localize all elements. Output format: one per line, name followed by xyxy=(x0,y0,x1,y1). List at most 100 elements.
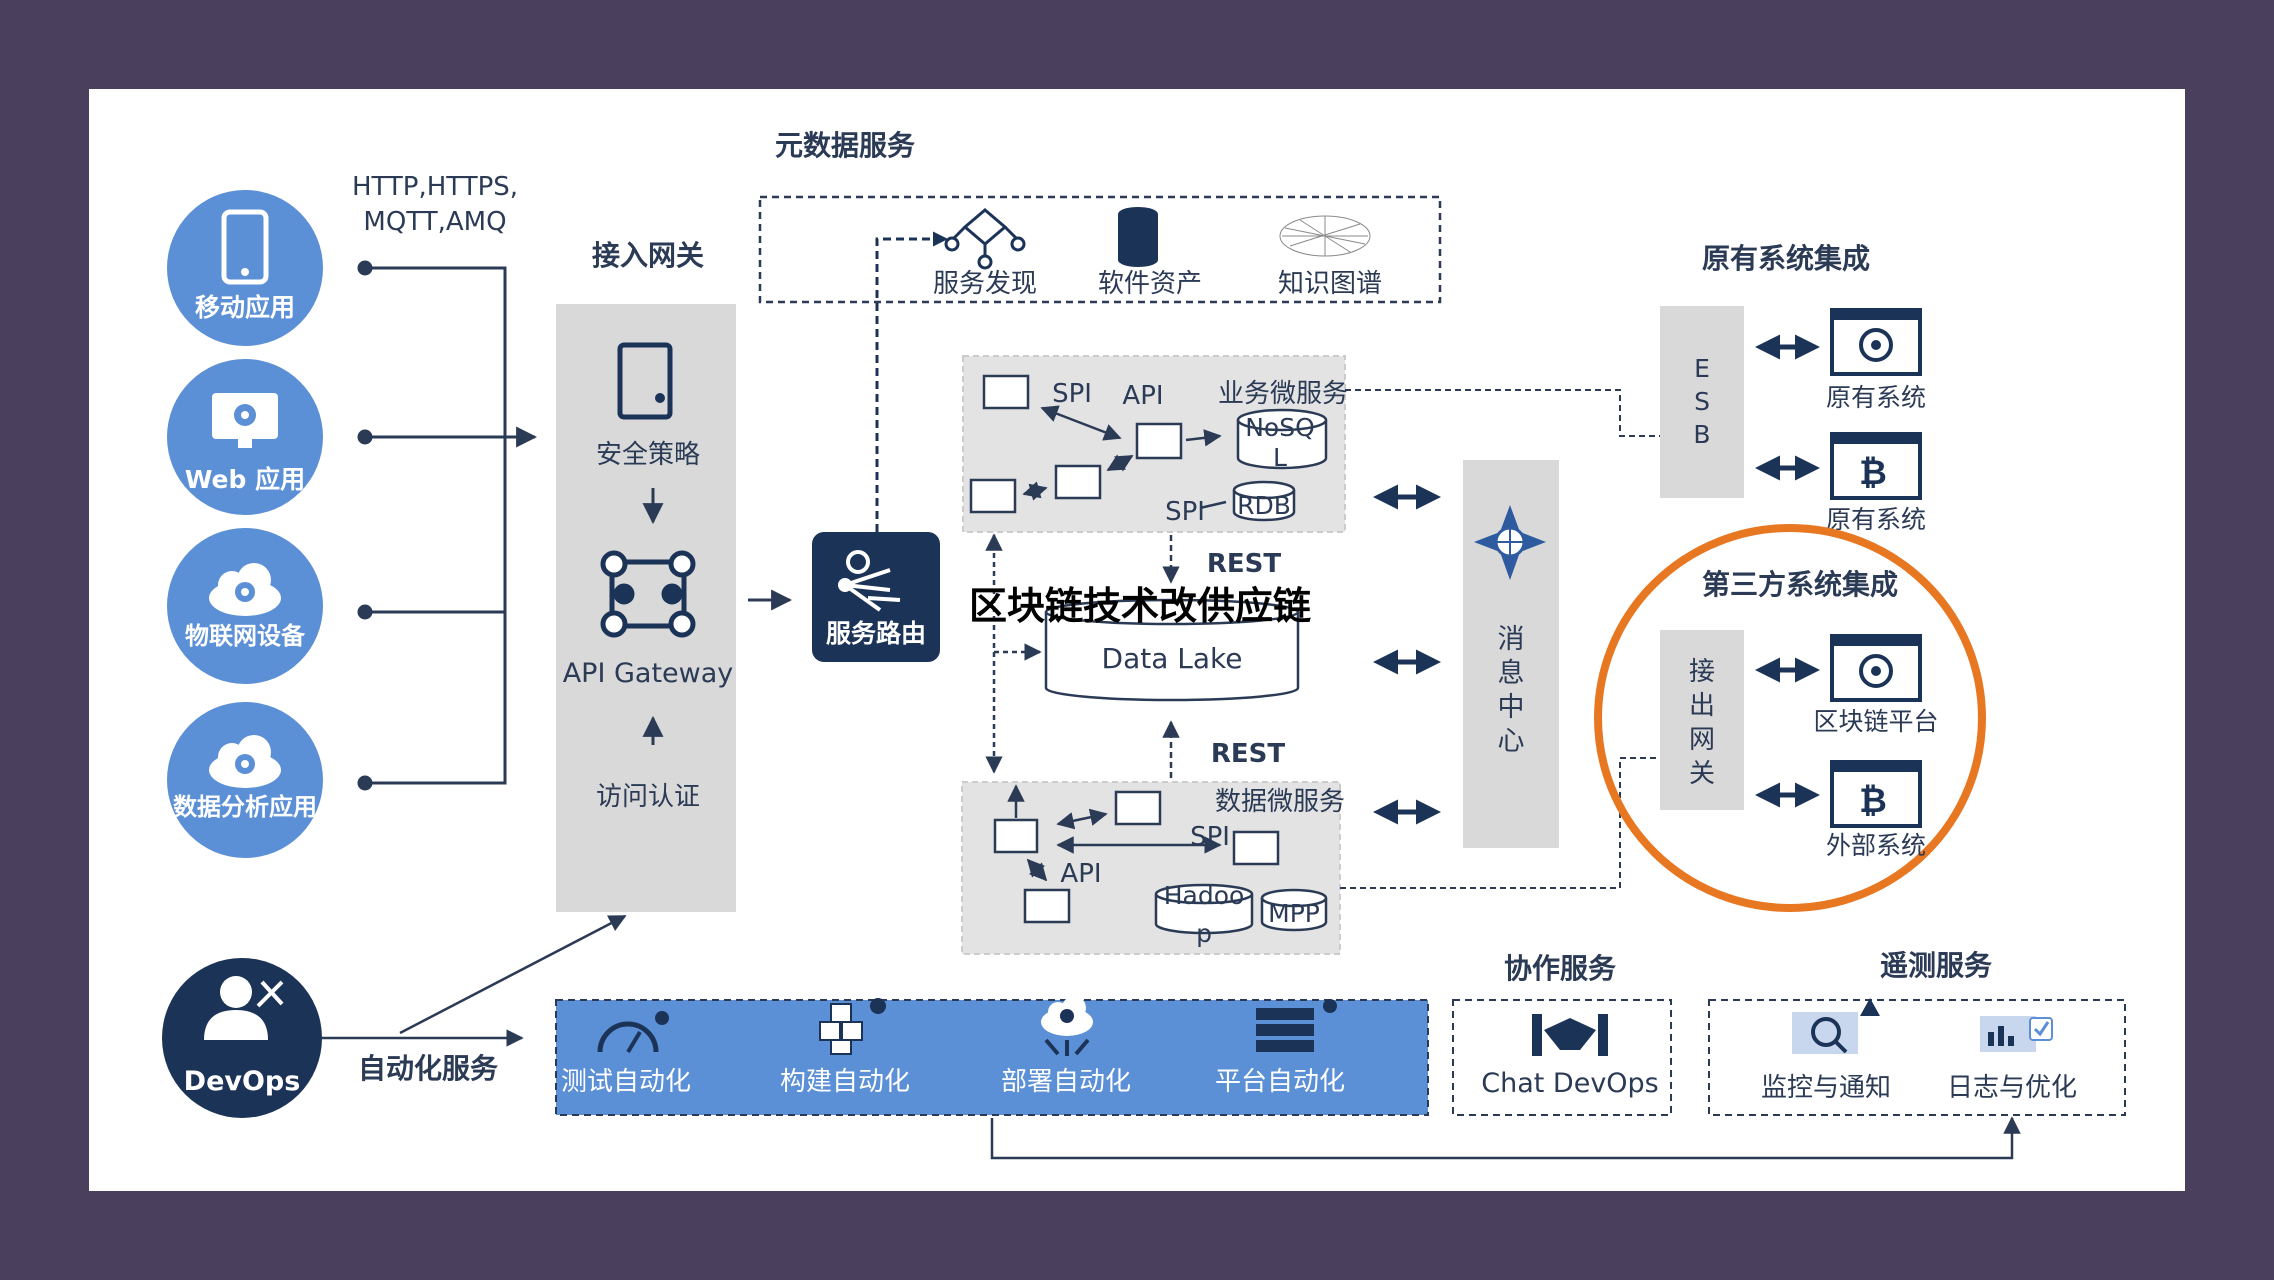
legacy-sys-1: 原有系统 xyxy=(1826,383,1926,412)
data-gateway-link xyxy=(1340,757,1660,889)
gateway-out-char-1: 接 xyxy=(1689,657,1715,687)
overlay-title: 区块链技术改供应链 xyxy=(969,584,1311,628)
user-tools-icon xyxy=(204,976,284,1040)
cloud-deploy-icon xyxy=(1041,996,1093,1056)
protocol-label-2: MQTT,AMQ xyxy=(363,207,506,237)
mpp-cylinder xyxy=(1260,888,1328,932)
compass-icon xyxy=(1474,505,1546,580)
client-label-analytics: 数据分析应用 xyxy=(173,793,317,821)
gateway-box xyxy=(556,304,736,912)
automation-telemetry-link xyxy=(990,1116,2021,1160)
biz-nosql-1: NoSQ xyxy=(1245,413,1315,442)
gateway-title: 接入网关 xyxy=(592,239,704,272)
datalake-label: Data Lake xyxy=(1102,642,1243,675)
message-center-char-1: 消 xyxy=(1498,624,1525,655)
gateway-api: API Gateway xyxy=(563,658,734,689)
data-service-cubes xyxy=(993,790,1280,924)
third-external: 外部系统 xyxy=(1826,831,1926,860)
meta-service-discovery: 服务发现 xyxy=(933,269,1037,299)
cloud-gear-icon xyxy=(209,563,281,616)
biz-api: API xyxy=(1122,381,1163,411)
automation-build: 构建自动化 xyxy=(780,1067,910,1097)
api-gateway-icon xyxy=(600,550,696,638)
server-rack-icon xyxy=(1256,999,1337,1052)
datams-spi: SPI xyxy=(1190,822,1230,852)
service-discovery-icon xyxy=(944,208,1026,270)
hadoop-cylinder xyxy=(1154,883,1254,935)
data-links xyxy=(1007,784,1222,882)
automation-test: 测试自动化 xyxy=(561,1067,691,1097)
devops-gateway-arrow xyxy=(399,914,627,1035)
datams-title: 数据微服务 xyxy=(1215,787,1345,817)
gateway-out-char-4: 关 xyxy=(1689,759,1715,789)
client-label-mobile: 移动应用 xyxy=(195,293,295,322)
biz-rdb: RDB xyxy=(1237,491,1291,520)
legacy-sys-2: 原有系统 xyxy=(1826,505,1926,534)
third-blockchain: 区块链平台 xyxy=(1813,707,1938,736)
client-mobile: 移动应用 xyxy=(167,190,323,346)
monitor-search-icon xyxy=(1792,998,1880,1054)
phone-icon xyxy=(221,209,269,285)
client-label-iot: 物联网设备 xyxy=(185,622,306,650)
knowledge-graph-icon xyxy=(1279,215,1371,257)
message-center-char-2: 息 xyxy=(1498,658,1525,689)
datalake-side-links xyxy=(985,533,1042,774)
biz-service-cubes xyxy=(969,374,1183,514)
telemetry-box xyxy=(1708,999,2126,1116)
esb-box xyxy=(1660,306,1744,498)
collab-title: 协作服务 xyxy=(1504,952,1616,985)
third-title: 第三方系统集成 xyxy=(1702,568,1898,601)
legacy-arrows xyxy=(1755,334,1820,481)
client-iot: 物联网设备 xyxy=(167,528,323,684)
meta-title: 元数据服务 xyxy=(775,129,915,162)
gateway-auth: 访问认证 xyxy=(596,782,700,812)
third-arrows xyxy=(1755,657,1820,808)
router-label: 服务路由 xyxy=(826,619,926,648)
cloud-gear-icon xyxy=(209,735,281,788)
message-center-arrows xyxy=(1373,484,1441,825)
legacy-title: 原有系统集成 xyxy=(1702,242,1870,275)
message-center-char-4: 心 xyxy=(1498,726,1525,757)
gateway-security: 安全策略 xyxy=(596,440,700,470)
gauge-icon xyxy=(597,1011,669,1054)
biz-nosql-2: L xyxy=(1273,443,1287,472)
biz-spi-2: SPI xyxy=(1165,497,1205,527)
client-web: Web 应用 xyxy=(167,359,323,515)
devops-label: DevOps xyxy=(184,1066,301,1097)
automation-deploy: 部署自动化 xyxy=(1001,1067,1131,1097)
client-analytics: 数据分析应用 xyxy=(167,702,323,858)
biz-esb-link xyxy=(1345,389,1660,437)
biz-title: 业务微服务 xyxy=(1218,379,1348,409)
router-icon xyxy=(838,550,901,612)
window-bitcoin-icon: ₿ xyxy=(1830,432,1922,500)
biz-links xyxy=(1022,405,1227,510)
devops-auto-label: 自动化服务 xyxy=(358,1052,498,1085)
rdb-cylinder xyxy=(1232,480,1296,522)
window-gear-icon xyxy=(1830,308,1922,376)
svg-text:₿: ₿ xyxy=(1859,453,1887,493)
rest-bottom: REST xyxy=(1211,739,1286,769)
gateway-out-box xyxy=(1660,630,1744,810)
window-gear-icon xyxy=(1830,634,1922,702)
document-lock-icon xyxy=(617,342,673,420)
rest-top: REST xyxy=(1207,549,1282,579)
nosql-cylinder xyxy=(1236,408,1328,470)
telemetry-logs: 日志与优化 xyxy=(1947,1073,2077,1103)
datams-hadoop-1: Hadoo xyxy=(1164,881,1245,910)
esb-char-3: B xyxy=(1693,420,1710,449)
meta-software-assets: 软件资产 xyxy=(1098,269,1202,299)
datams-api: API xyxy=(1060,859,1101,889)
gateway-out-char-3: 网 xyxy=(1689,725,1715,755)
meta-box xyxy=(758,195,1442,304)
datams-mpp: MPP xyxy=(1268,899,1320,928)
esb-char-2: S xyxy=(1694,387,1710,416)
cubes-icon xyxy=(819,998,886,1055)
telemetry-monitor: 监控与通知 xyxy=(1761,1073,1891,1103)
esb-char-1: E xyxy=(1694,354,1710,383)
window-bitcoin-icon: ₿ xyxy=(1830,760,1922,828)
database-icon xyxy=(1118,207,1158,267)
message-center-char-3: 中 xyxy=(1498,692,1525,723)
handshake-icon xyxy=(1532,1014,1608,1056)
biz-spi-1: SPI xyxy=(1052,379,1092,409)
